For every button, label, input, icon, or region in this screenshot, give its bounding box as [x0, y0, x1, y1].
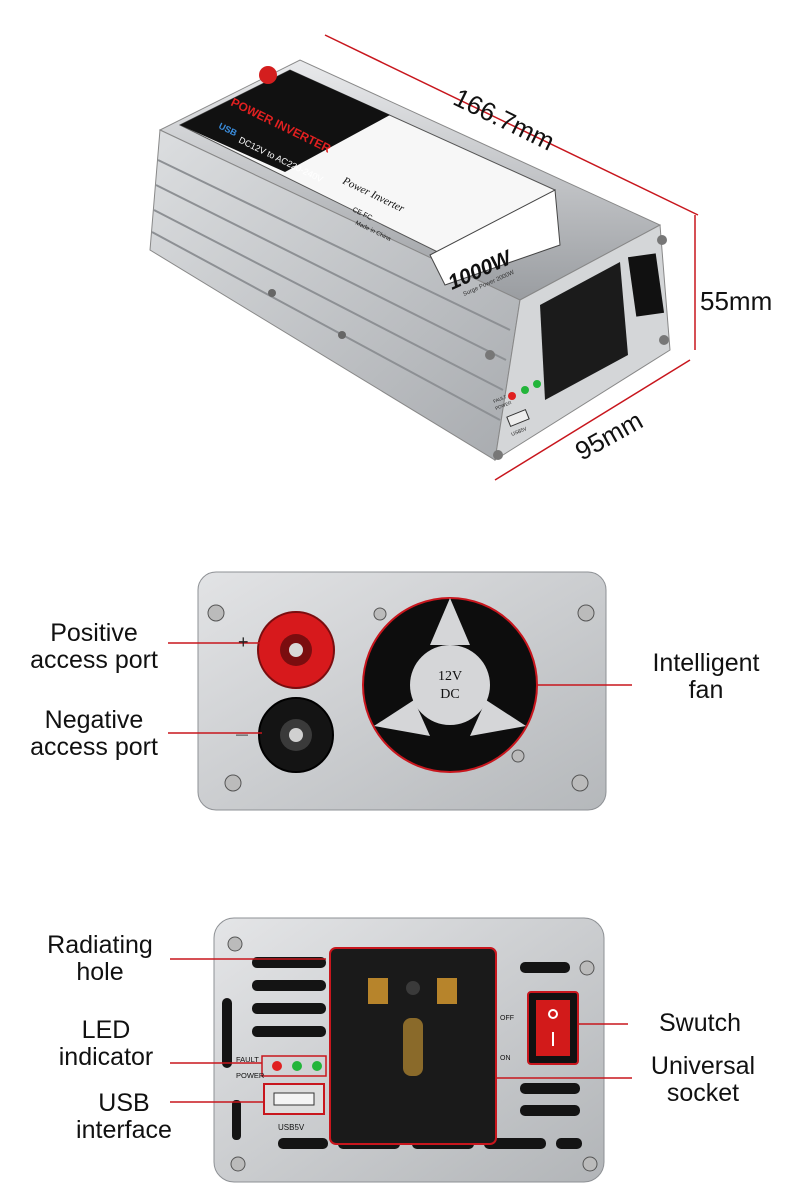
led-green-2	[312, 1061, 322, 1071]
led-green	[292, 1061, 302, 1071]
minus-sign: —	[236, 727, 248, 741]
switch-dark	[627, 253, 665, 317]
red-terminal	[259, 66, 277, 84]
top-led-green-2	[533, 380, 541, 388]
switch-callout: Swutch	[659, 1009, 741, 1037]
power-rating-plate	[429, 189, 561, 286]
led-box	[261, 1055, 327, 1077]
top-product-view: POWER INVERTER USB DC12V to AC220-240V P…	[0, 0, 800, 500]
socket-dark	[540, 262, 628, 400]
power-text: POWER	[236, 1071, 265, 1080]
length-dimension-line	[324, 34, 699, 216]
led-red	[272, 1061, 282, 1071]
usb5v-text: USB5V	[278, 1123, 305, 1132]
radiating-holes	[222, 957, 582, 1149]
top-fault-text: FAULT	[493, 394, 508, 404]
plus-sign: +	[238, 632, 249, 652]
top-usb-port	[506, 408, 530, 428]
top-led-red	[508, 392, 516, 400]
dc-side-drawing: + — 12V DC	[168, 571, 632, 811]
label-black-band	[180, 70, 390, 172]
side-fins	[151, 159, 511, 421]
width-dimension-line	[494, 359, 691, 481]
on-text: ON	[500, 1055, 511, 1062]
fault-text: FAULT	[236, 1055, 259, 1064]
top-led-green	[521, 386, 529, 394]
height-dimension: 55mm	[700, 286, 773, 316]
inverter-3d-drawing: POWER INVERTER USB DC12V to AC220-240V P…	[149, 34, 699, 481]
ac-side-drawing: FAULT POWER USB5V OFF ON	[170, 917, 632, 1183]
top-power-text: POWER	[495, 400, 513, 411]
top-usb5v-text: USB5V	[511, 426, 529, 438]
off-text: OFF	[500, 1015, 514, 1022]
fan-text-dc: DC	[440, 687, 459, 702]
fan-text-12v: 12V	[438, 669, 462, 684]
